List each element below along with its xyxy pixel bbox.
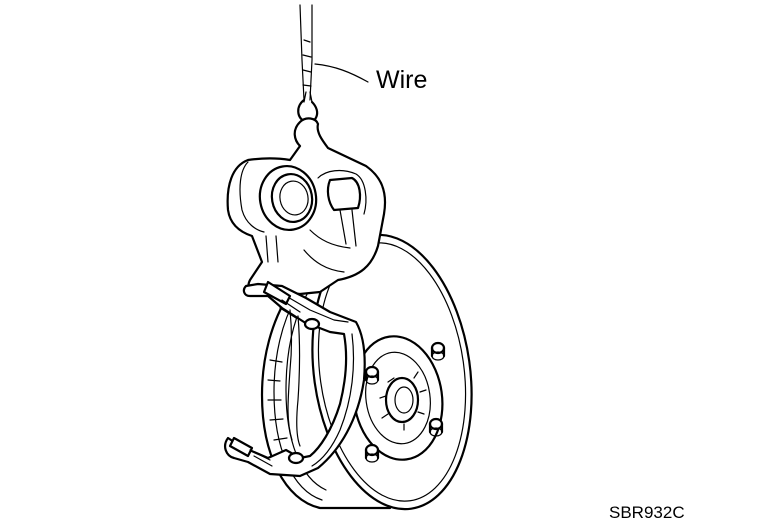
brake-caliper bbox=[226, 117, 387, 296]
wire-label: Wire bbox=[376, 66, 428, 94]
wire bbox=[297, 4, 319, 124]
torque-member bbox=[224, 280, 366, 478]
figure-reference-code: SBR932C bbox=[609, 503, 685, 522]
wire-leader-line bbox=[314, 63, 369, 83]
wheel-studs bbox=[364, 341, 446, 463]
